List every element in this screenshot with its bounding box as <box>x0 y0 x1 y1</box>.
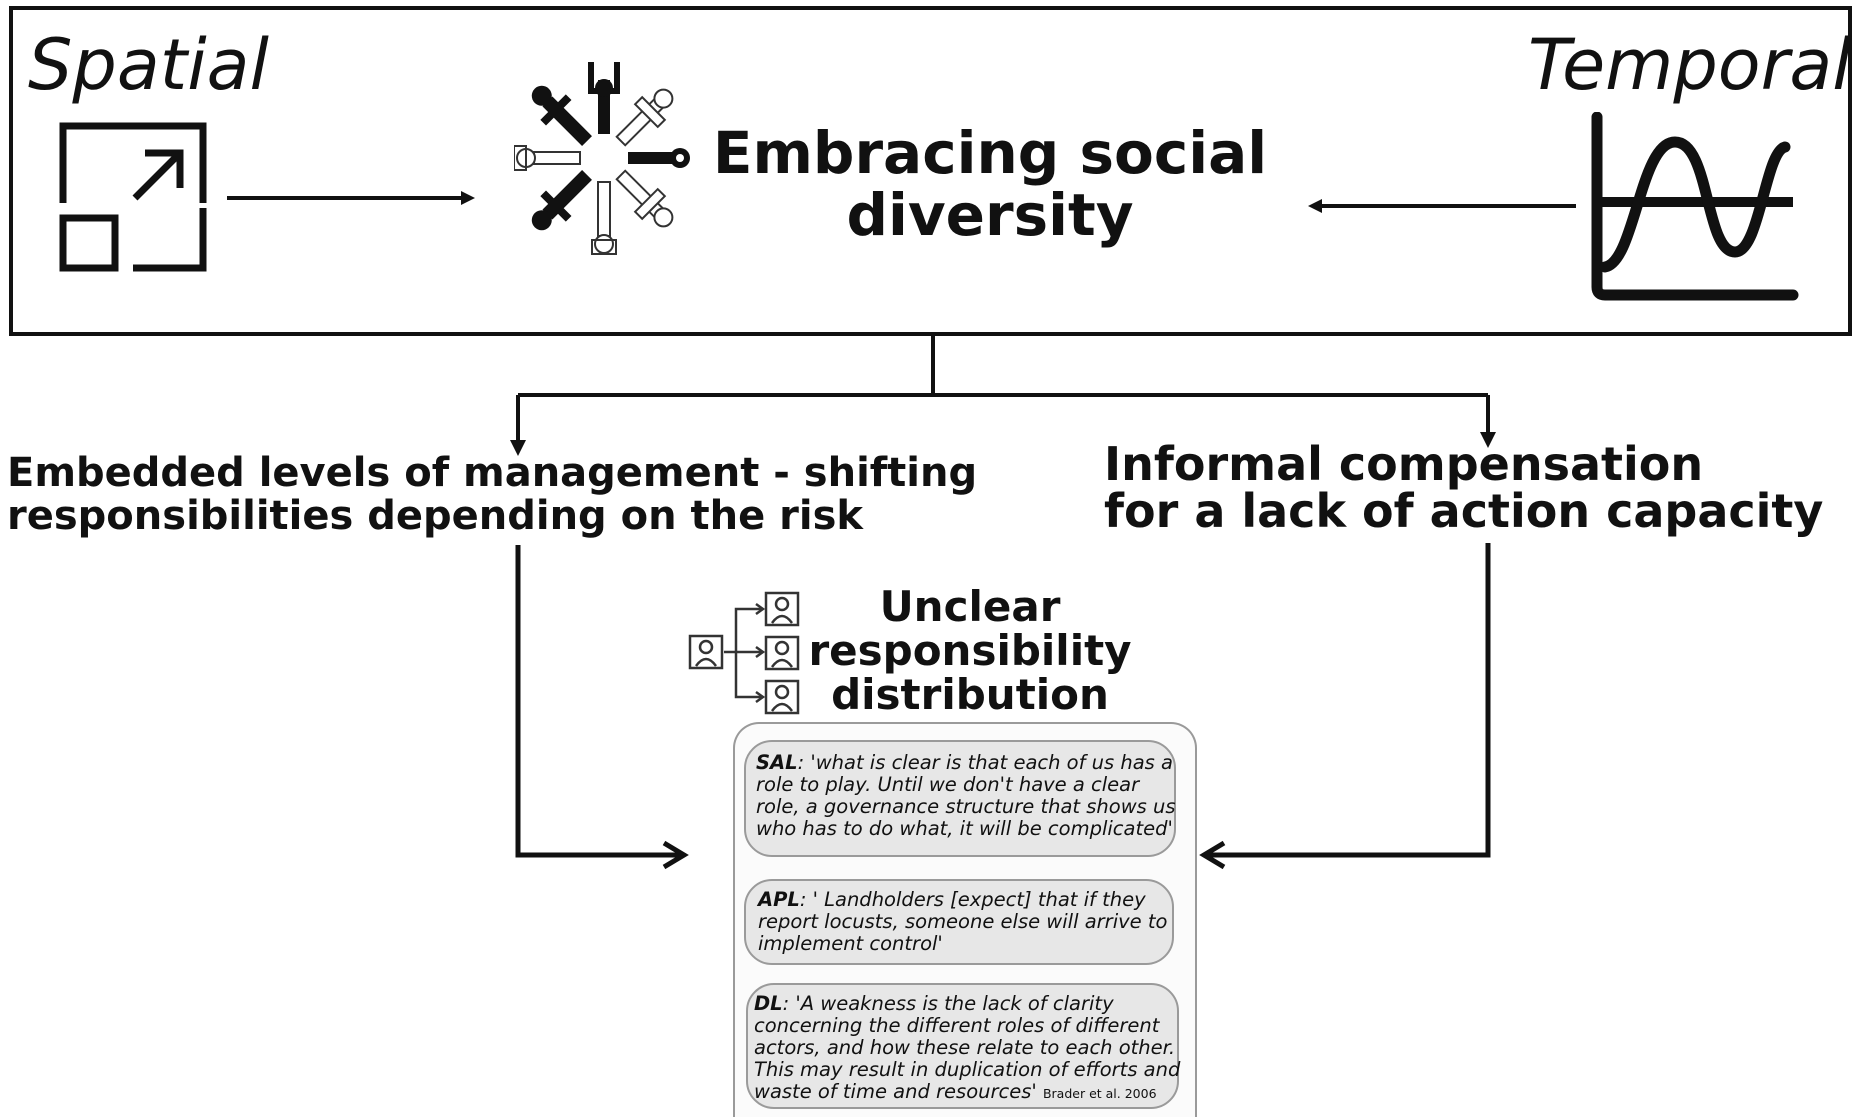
unclear-title-line-2: responsibility <box>808 626 1132 675</box>
unclear-title-line-1: Unclear <box>879 582 1061 631</box>
quote-dl-line-5: waste of time and resources' <box>754 1080 1037 1103</box>
left-branch-line-1: Embedded levels of management - shifting <box>7 450 978 496</box>
quote-apl-line-2: report locusts, someone else will arrive… <box>758 910 1168 933</box>
quote-sal: SAL: 'what is clear is that each of us h… <box>744 740 1176 857</box>
quote-dl-line-4: This may result in duplication of effort… <box>754 1058 1181 1081</box>
spatial-arrow <box>227 191 475 205</box>
unclear-title-line-3: distribution <box>831 670 1109 719</box>
quote-sal-speaker: SAL <box>756 751 798 774</box>
quote-apl-line-3: implement control' <box>758 932 943 955</box>
unclear-title: Unclear responsibility distribution <box>800 585 1140 717</box>
center-title-line-2: diversity <box>846 181 1134 249</box>
quote-dl-speaker: DL <box>754 992 783 1015</box>
quote-sal-line-2: role to play. Until we don't have a clea… <box>756 773 1140 796</box>
center-title: Embracing social diversity <box>700 122 1280 246</box>
quote-dl-line-3: actors, and how these relate to each oth… <box>754 1036 1176 1059</box>
quote-dl-line-1: : 'A weakness is the lack of clarity <box>782 992 1114 1015</box>
quote-apl-line-1: : ' Landholders [expect] that if they <box>799 888 1146 911</box>
quote-dl-line-2: concerning the different roles of differ… <box>754 1014 1160 1037</box>
quote-sal-line-4: who has to do what, it will be complicat… <box>756 817 1173 840</box>
quote-sal-line-1: : 'what is clear is that each of us has … <box>797 751 1173 774</box>
quote-sal-line-3: role, a governance structure that shows … <box>756 795 1176 818</box>
left-branch-heading: Embedded levels of management - shifting… <box>7 452 977 538</box>
quote-apl: APL: ' Landholders [expect] that if they… <box>744 879 1174 965</box>
right-branch-heading: Informal compensation for a lack of acti… <box>1104 441 1823 535</box>
quote-dl-citation: Brader et al. 2006 <box>1042 1086 1157 1101</box>
top-frame <box>9 6 1852 336</box>
person-hierarchy-icon <box>688 591 800 715</box>
right-branch-line-1: Informal compensation <box>1104 437 1704 491</box>
temporal-label: Temporal <box>1528 24 1852 106</box>
spatial-label: Spatial <box>28 24 270 106</box>
expand-arrow-icon <box>59 122 207 272</box>
center-title-line-1: Embracing social <box>712 119 1268 187</box>
quote-dl: DL: 'A weakness is the lack of clarity c… <box>746 983 1181 1109</box>
temporal-arrow <box>1308 199 1576 213</box>
sine-wave-graph-icon <box>1591 112 1799 301</box>
quote-apl-speaker: APL <box>758 888 800 911</box>
right-branch-line-2: for a lack of action capacity <box>1104 484 1824 538</box>
people-circle-icon <box>514 62 690 255</box>
left-branch-line-2: responsibilities depending on the risk <box>7 493 863 539</box>
